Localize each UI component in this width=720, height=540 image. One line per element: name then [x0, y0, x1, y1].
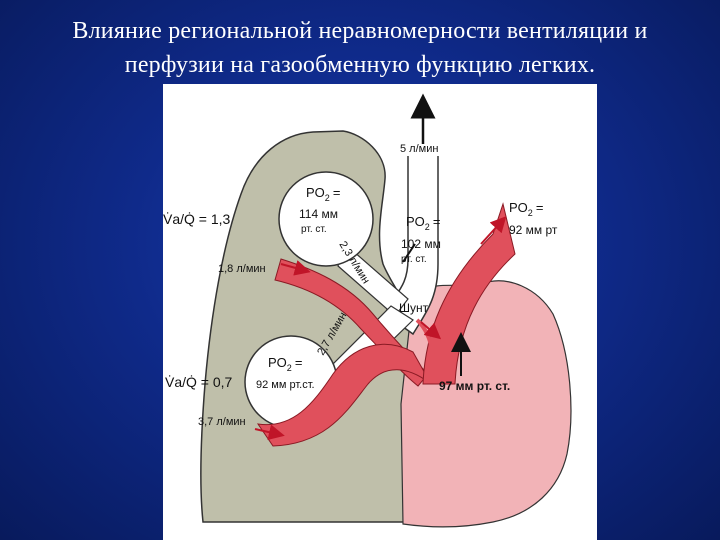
upper-po2-label: PO2=	[306, 185, 340, 203]
mixed-po2-label: 97 мм рт. ст.	[439, 379, 510, 393]
lower-po2-label: PO2=	[268, 355, 302, 373]
lower-po2-value: 92 мм рт.ст.	[256, 379, 315, 391]
aorta-po2-label: PO2=	[509, 200, 543, 218]
flow-out-label: 5 л/мин	[400, 143, 438, 155]
title-line-1: Влияние региональной неравномерности вен…	[72, 18, 648, 44]
trachea-po2-value: 102 мм	[401, 237, 441, 251]
upper-blood-flow-label: 1,8 л/мин	[218, 263, 266, 275]
upper-vaq-label: V̇a/Q̇ = 1,3	[163, 211, 231, 227]
diagram-figure: 5 л/мин PO2= 114 мм рт. ст. V̇a/Q̇ = 1,3…	[163, 84, 597, 540]
lower-vessel	[256, 343, 432, 447]
shunt-label: Шунт	[399, 301, 429, 315]
trachea-po2-unit: рт. ст.	[401, 254, 427, 265]
upper-blood-arrow	[280, 260, 311, 276]
shunt-arrow	[420, 321, 442, 340]
lower-blood-flow-label: 3,7 л/мин	[198, 416, 246, 428]
trachea-po2-label: PO2=	[406, 214, 440, 232]
aorta-arrow	[480, 216, 507, 245]
upper-po2-value: 114 мм	[299, 207, 338, 221]
ventilation-perfusion-diagram: 5 л/мин PO2= 114 мм рт. ст. V̇a/Q̇ = 1,3…	[163, 93, 572, 528]
title-line-2: перфузии на газообменную функцию легких.	[124, 52, 596, 78]
heart-shape	[400, 280, 572, 528]
lower-blood-arrow	[254, 424, 285, 441]
aorta-po2-value: 92 мм рт	[509, 223, 558, 237]
upper-po2-unit: рт. ст.	[301, 224, 327, 235]
slide-title: Влияние региональной неравномерности вен…	[0, 14, 720, 82]
trachea-flow-arrow	[402, 243, 416, 263]
upper-alveolus	[278, 171, 374, 267]
lower-vaq-label: V̇a/Q̇ = 0,7	[165, 374, 233, 390]
